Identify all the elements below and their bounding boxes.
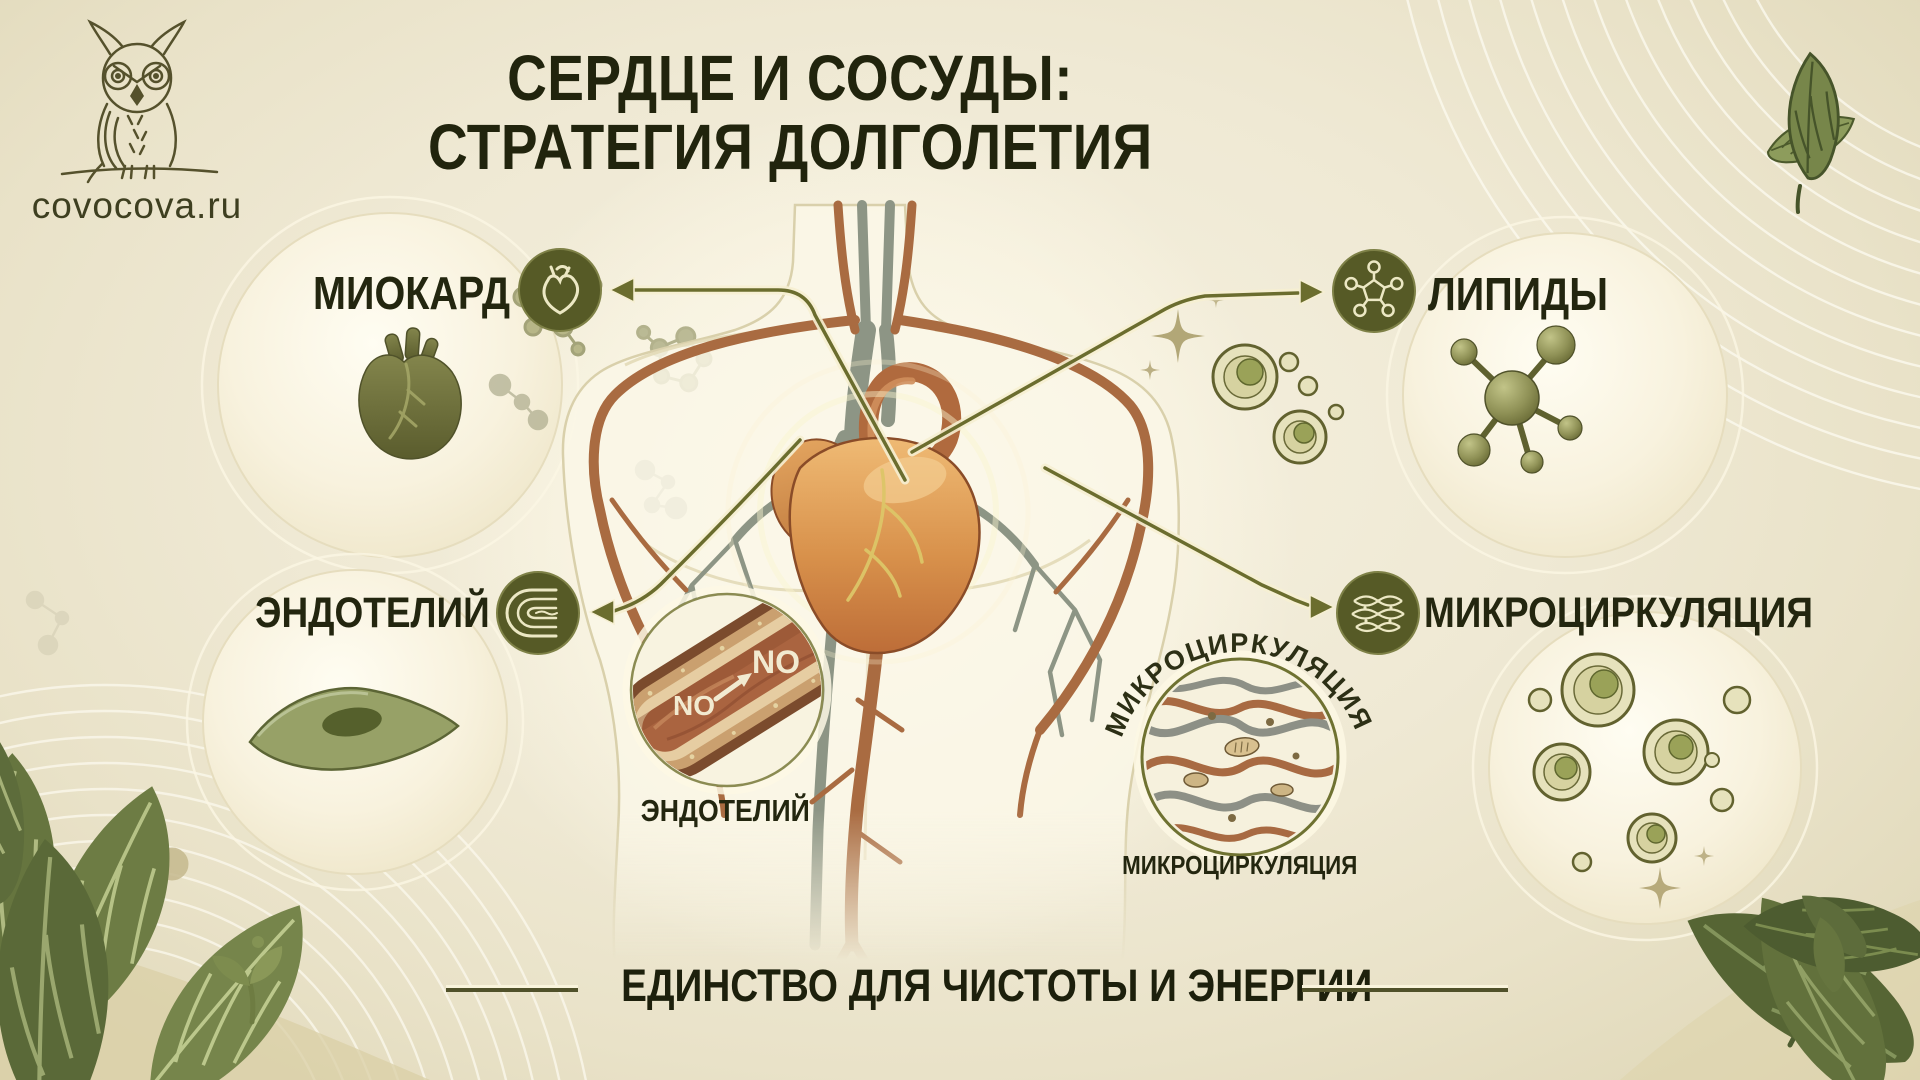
lipidy-icon-badge: [1332, 249, 1416, 333]
myocardium-heart-silhouette: [358, 327, 462, 460]
endoteliy-icon-badge: [496, 571, 580, 655]
sprout-bottom-left: [212, 936, 283, 1025]
vessel-cross-section-icon: [505, 588, 558, 638]
leaves-top-right: [1746, 52, 1878, 214]
molecule-decoration-edge: [25, 590, 70, 656]
footer-slogan: ЕДИНСТВО ДЛЯ ЧИСТОТЫ И ЭНЕРГИИ: [621, 960, 1373, 1011]
molecule-icon: [1344, 260, 1404, 318]
label-miokard: МИОКАРД: [313, 267, 510, 319]
no-label-1: NO: [673, 690, 715, 721]
microcirculation-cell-cluster: [1527, 652, 1752, 873]
leaves-bottom-right: [1687, 841, 1920, 1080]
cell-cluster-body-right: [1211, 343, 1345, 465]
page-title: СЕРДЦЕ И СОСУДЫ: СТРАТЕГИЯ ДОЛГОЛЕТИЯ: [340, 42, 1240, 184]
title-line-2: СТРАТЕГИЯ ДОЛГОЛЕТИЯ: [427, 111, 1153, 184]
title-line-1: СЕРДЦЕ И СОСУДЫ:: [507, 42, 1073, 114]
arrowhead-to-miokard: [608, 276, 635, 304]
lipid-molecule-3d: [1450, 325, 1583, 474]
slogan-divider-left: [446, 988, 578, 992]
label-lipidy: ЛИПИДЫ: [1428, 268, 1608, 320]
label-mikro: МИКРОЦИРКУЛЯЦИЯ: [1424, 589, 1813, 637]
slogan-divider-right: [1302, 988, 1508, 992]
site-logo: covocova.ru: [22, 16, 252, 227]
heart-illustration: [725, 359, 1031, 665]
miokard-icon-badge: [518, 248, 602, 332]
anatomical-heart-icon: [542, 265, 579, 315]
no-molecule-labels: NO NO: [673, 644, 800, 721]
plate-lipidy: [1385, 215, 1745, 575]
vessel-inset: NO NO: [622, 585, 832, 795]
capillary-mesh-icon: [1351, 595, 1405, 633]
endothelial-cell-illustration: [248, 686, 460, 771]
vessel-inset-caption: ЭНДОТЕЛИЙ: [640, 793, 810, 828]
connector-lines: [588, 276, 1336, 626]
label-endoteliy: ЭНДОТЕЛИЙ: [255, 589, 490, 637]
arrowhead-to-mikro: [1309, 593, 1336, 621]
site-url: covocova.ru: [31, 185, 243, 226]
arrowhead-to-endoteliy: [588, 598, 615, 626]
mikro-icon-badge: [1336, 571, 1420, 655]
arrowhead-to-lipidy: [1299, 278, 1326, 306]
no-label-2: NO: [752, 644, 800, 680]
capillary-inset-caption: МИКРОЦИРКУЛЯЦИЯ: [1122, 850, 1358, 880]
owl-icon: [60, 19, 219, 184]
